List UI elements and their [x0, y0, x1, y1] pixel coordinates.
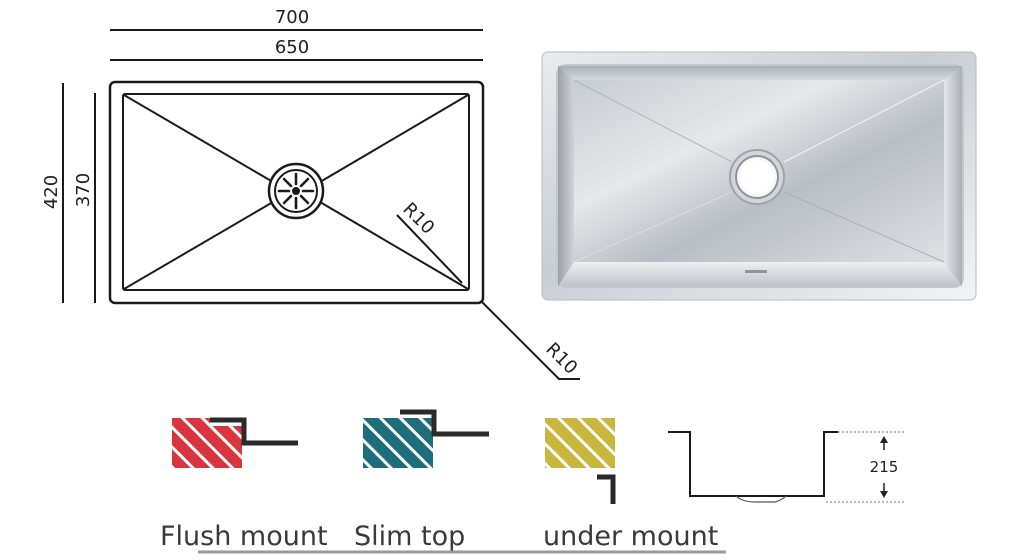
inner-depth-label: 370: [73, 173, 94, 207]
overall-width-label: 700: [275, 7, 309, 28]
sink-technical-drawing: 700 650 420 370: [41, 7, 581, 380]
inner-radius-label: R10: [398, 199, 438, 239]
slim-top-icon: [363, 409, 489, 468]
sink-inner-outline: [122, 93, 470, 291]
sink-outer-outline: [108, 80, 485, 305]
outer-radius-leader: [480, 300, 580, 380]
fold-line: [123, 201, 274, 290]
inner-width-label: 650: [275, 37, 309, 58]
under-mount-caption: under mount: [543, 521, 718, 552]
flush-mount-caption: Flush mount: [160, 521, 328, 552]
fold-line: [319, 201, 469, 290]
outer-radius-label: R10: [541, 339, 581, 379]
flush-mount-icon: [172, 417, 298, 468]
stainless-sink-photo: [541, 51, 977, 301]
fold-line: [123, 94, 274, 183]
bowl-depth-section: 215: [668, 431, 906, 503]
bowl-depth-label: 215: [870, 458, 899, 476]
overall-depth-label: 420: [41, 175, 62, 209]
fold-line: [319, 94, 469, 183]
inner-radius-leader: [396, 214, 463, 284]
under-mount-icon: [545, 418, 616, 504]
strainer-drain-icon: [267, 162, 325, 220]
slim-top-caption: Slim top: [354, 521, 465, 552]
